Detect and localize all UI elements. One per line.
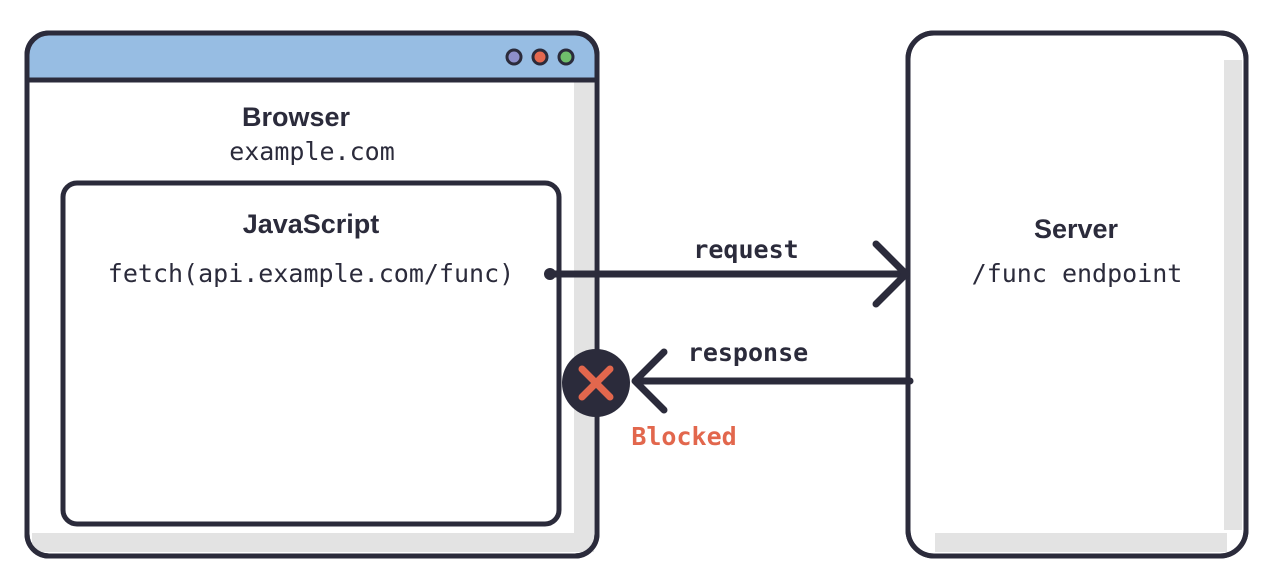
server-box: Server /func endpoint bbox=[905, 30, 1249, 559]
blocked-label: Blocked bbox=[631, 422, 736, 451]
javascript-box: JavaScript fetch(api.example.com/func) bbox=[60, 180, 562, 527]
blocked-marker: Blocked bbox=[562, 349, 737, 451]
fetch-code: fetch(api.example.com/func) bbox=[108, 259, 514, 288]
browser-title: Browser bbox=[242, 102, 351, 132]
javascript-title: JavaScript bbox=[243, 209, 380, 239]
window-dot-close bbox=[531, 48, 549, 66]
window-dot-minimize bbox=[505, 48, 523, 66]
window-dot-maximize bbox=[557, 48, 575, 66]
request-arrow: request bbox=[544, 235, 910, 308]
browser-domain: example.com bbox=[229, 137, 395, 166]
request-arrow-start bbox=[544, 268, 556, 280]
browser-shadow-bottom bbox=[32, 533, 594, 552]
server-shadow-bottom bbox=[935, 533, 1227, 552]
request-label: request bbox=[693, 235, 798, 264]
browser-titlebar bbox=[29, 35, 595, 80]
browser-shadow bbox=[574, 82, 594, 552]
response-label: response bbox=[688, 338, 808, 367]
response-arrow: response bbox=[631, 338, 914, 414]
server-endpoint: /func endpoint bbox=[972, 259, 1183, 288]
server-shadow bbox=[1224, 60, 1242, 530]
server-title: Server bbox=[1034, 214, 1119, 244]
